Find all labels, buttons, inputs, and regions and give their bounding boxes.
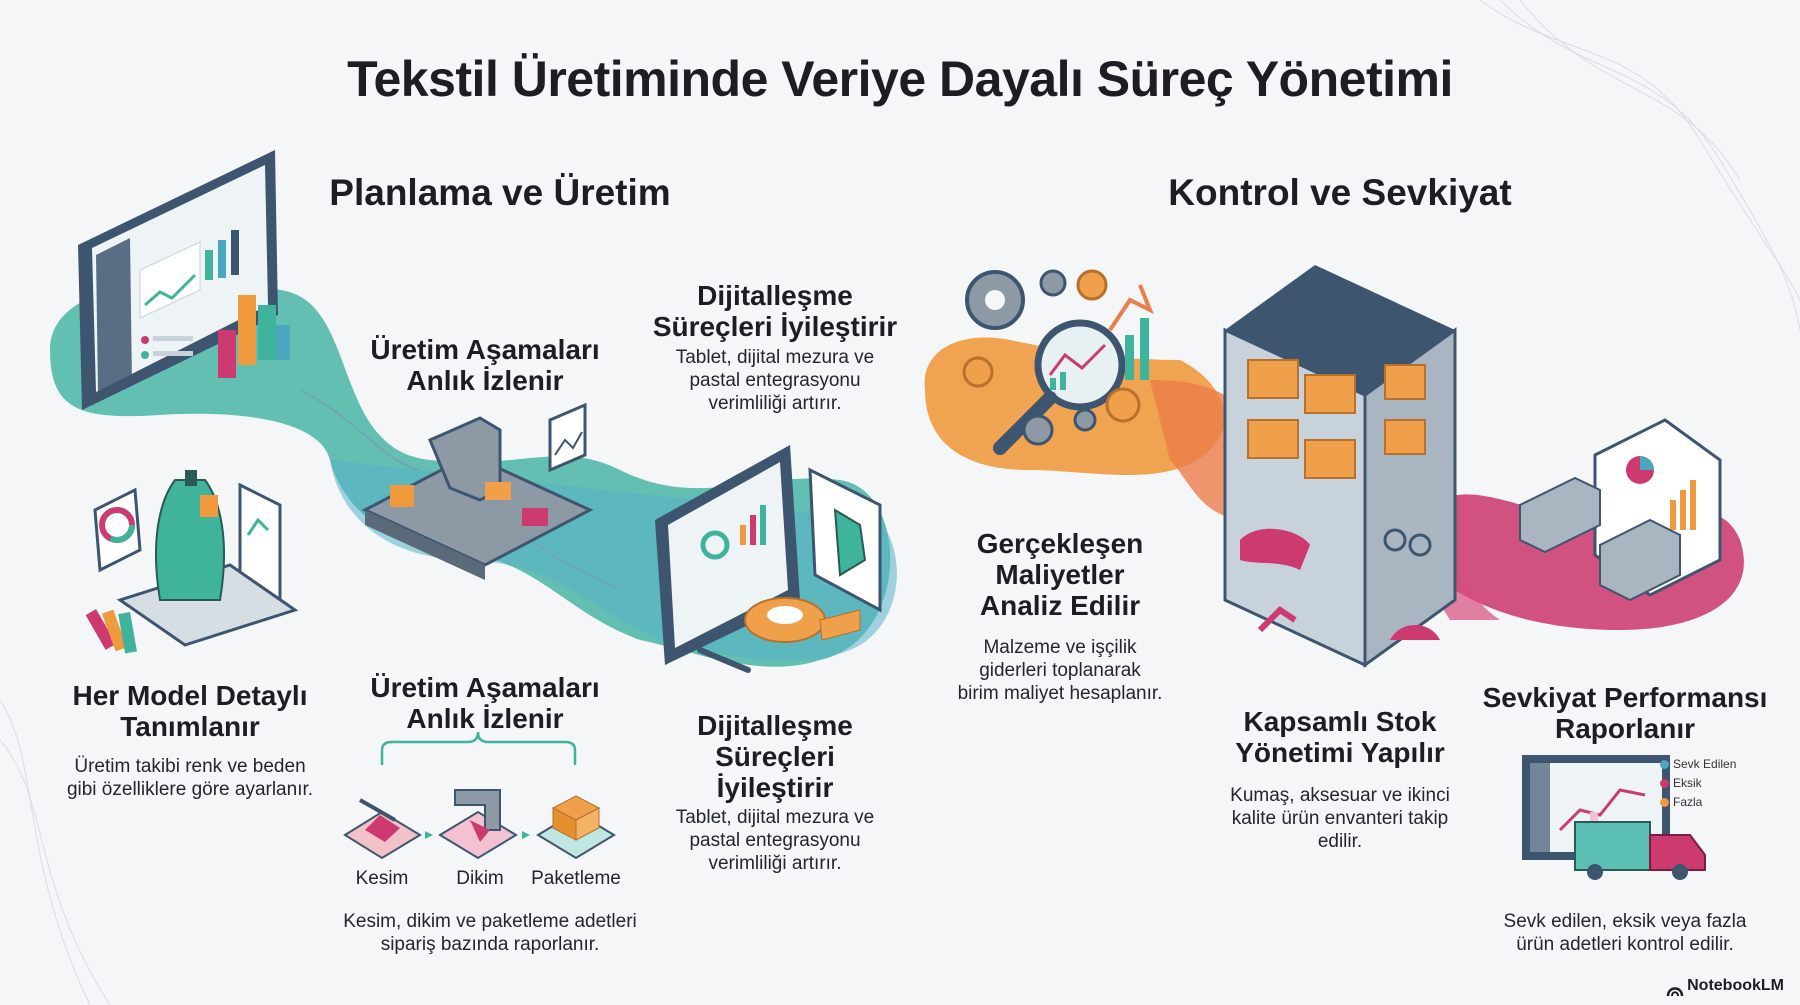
paketleme-stage-icon bbox=[536, 795, 616, 860]
stock-heading: Kapsamlı Stok Yönetimi Yapılır bbox=[1235, 706, 1445, 768]
section-title-control: Kontrol ve Sevkiyat bbox=[1168, 172, 1512, 213]
brand-icon bbox=[1666, 987, 1684, 997]
bar-chart-blocks-icon bbox=[218, 295, 290, 378]
stage-label-kesim: Kesim bbox=[355, 868, 409, 889]
tracking-bottom-body: Kesim, dikim ve paketleme adetleri sipar… bbox=[343, 911, 637, 955]
dashboard-monitor-icon bbox=[78, 150, 278, 410]
tracking-top-heading: Üretim Aşamaları Anlık İzlenir bbox=[370, 334, 600, 396]
legend-fazla: Fazla bbox=[1660, 795, 1702, 809]
legend-sevk-edilen: Sevk Edilen bbox=[1660, 757, 1736, 771]
cost-heading: Gerçekleşen Maliyetler Analiz Edilir bbox=[976, 528, 1144, 621]
shipping-dashboard-icon bbox=[1522, 755, 1706, 880]
cost-analysis-icon bbox=[962, 269, 1154, 455]
section-title-planning: Planlama ve Üretim bbox=[329, 172, 671, 213]
stage-brace bbox=[380, 731, 577, 765]
digital-top-heading: Dijitalleşme Süreçleri İyileştirir bbox=[652, 280, 898, 342]
brand-label: NotebookLM bbox=[1687, 977, 1784, 994]
digital-top-body: Tablet, dijital mezura ve pastal entegra… bbox=[675, 347, 875, 414]
shipping-heading: Sevkiyat Performansı Raporlanır bbox=[1482, 682, 1768, 744]
legend-eksik: Eksik bbox=[1660, 776, 1702, 790]
digital-bottom-heading: Dijitalleşme Süreçleri İyileştirir bbox=[697, 710, 853, 803]
mannequin-tablet-icon bbox=[85, 470, 299, 654]
dikim-stage-icon bbox=[438, 789, 518, 860]
shipping-body: Sevk edilen, eksik veya fazla ürün adetl… bbox=[1503, 911, 1747, 955]
cost-body: Malzeme ve işçilik giderleri toplanarak … bbox=[957, 637, 1163, 704]
model-body: Üretim takibi renk ve beden gibi özellik… bbox=[66, 756, 314, 800]
stock-body: Kumaş, aksesuar ve ikinci kalite ürün en… bbox=[1230, 785, 1450, 852]
tracking-bottom-heading: Üretim Aşamaları Anlık İzlenir bbox=[370, 672, 600, 734]
model-heading: Her Model Detaylı Tanımlanır bbox=[72, 680, 308, 742]
stage-arrows bbox=[425, 831, 530, 839]
page-title: Tekstil Üretiminde Veriye Dayalı Süreç Y… bbox=[347, 51, 1453, 107]
kesim-stage-icon bbox=[343, 798, 422, 860]
conveyor-belt-icon bbox=[361, 402, 594, 580]
shipping-trucks-icon bbox=[1519, 418, 1722, 602]
stage-label-paketleme: Paketleme bbox=[531, 868, 621, 889]
stage-label-dikim: Dikim bbox=[456, 868, 504, 889]
warehouse-shelves-icon bbox=[1223, 265, 1457, 668]
digital-bottom-body: Tablet, dijital mezura ve pastal entegra… bbox=[675, 807, 875, 874]
tablet-tape-measure-icon bbox=[655, 445, 882, 673]
